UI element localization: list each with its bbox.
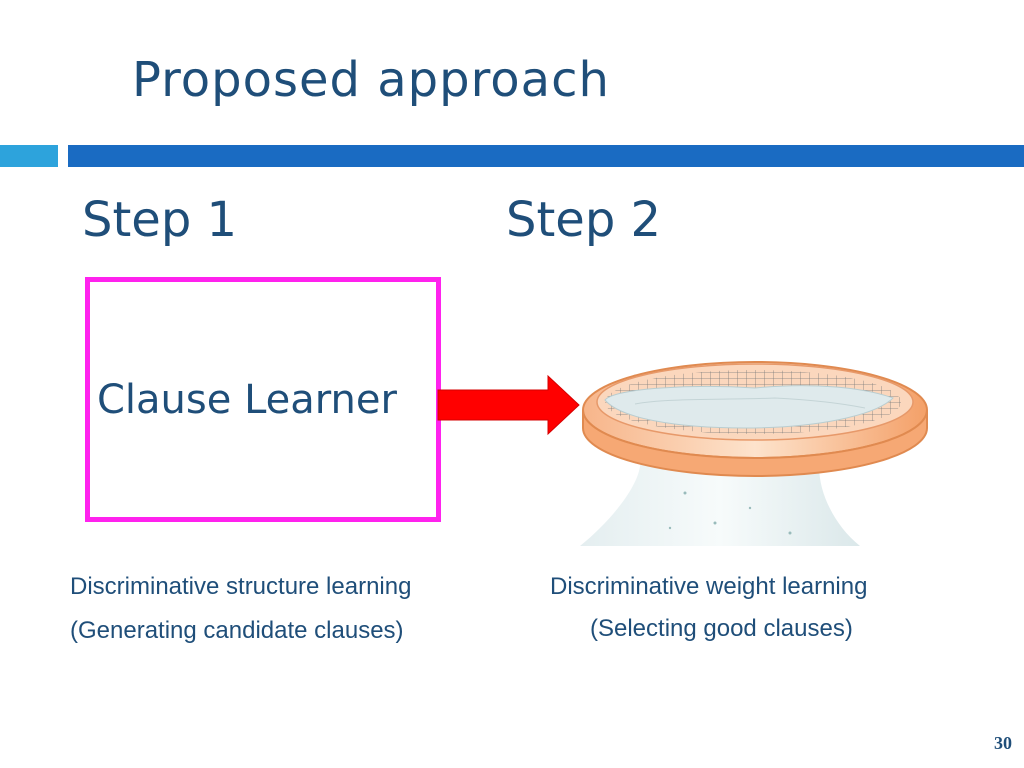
step1-description-line1: Discriminative structure learning xyxy=(70,573,412,600)
step2-description-line2: (Selecting good clauses) xyxy=(590,615,853,642)
step1-label: Step 1 xyxy=(82,192,238,248)
step1-description-line2: (Generating candidate clauses) xyxy=(70,617,404,644)
header-bar xyxy=(68,145,1024,167)
header-bar-accent xyxy=(0,145,58,167)
step2-label: Step 2 xyxy=(506,192,662,248)
right-arrow-icon xyxy=(437,374,580,436)
clause-learner-label: Clause Learner xyxy=(97,377,397,423)
page-number: 30 xyxy=(994,733,1012,753)
step2-description-line1: Discriminative weight learning xyxy=(550,573,868,600)
sieve-icon xyxy=(580,361,928,546)
slide-title: Proposed approach xyxy=(132,52,610,108)
